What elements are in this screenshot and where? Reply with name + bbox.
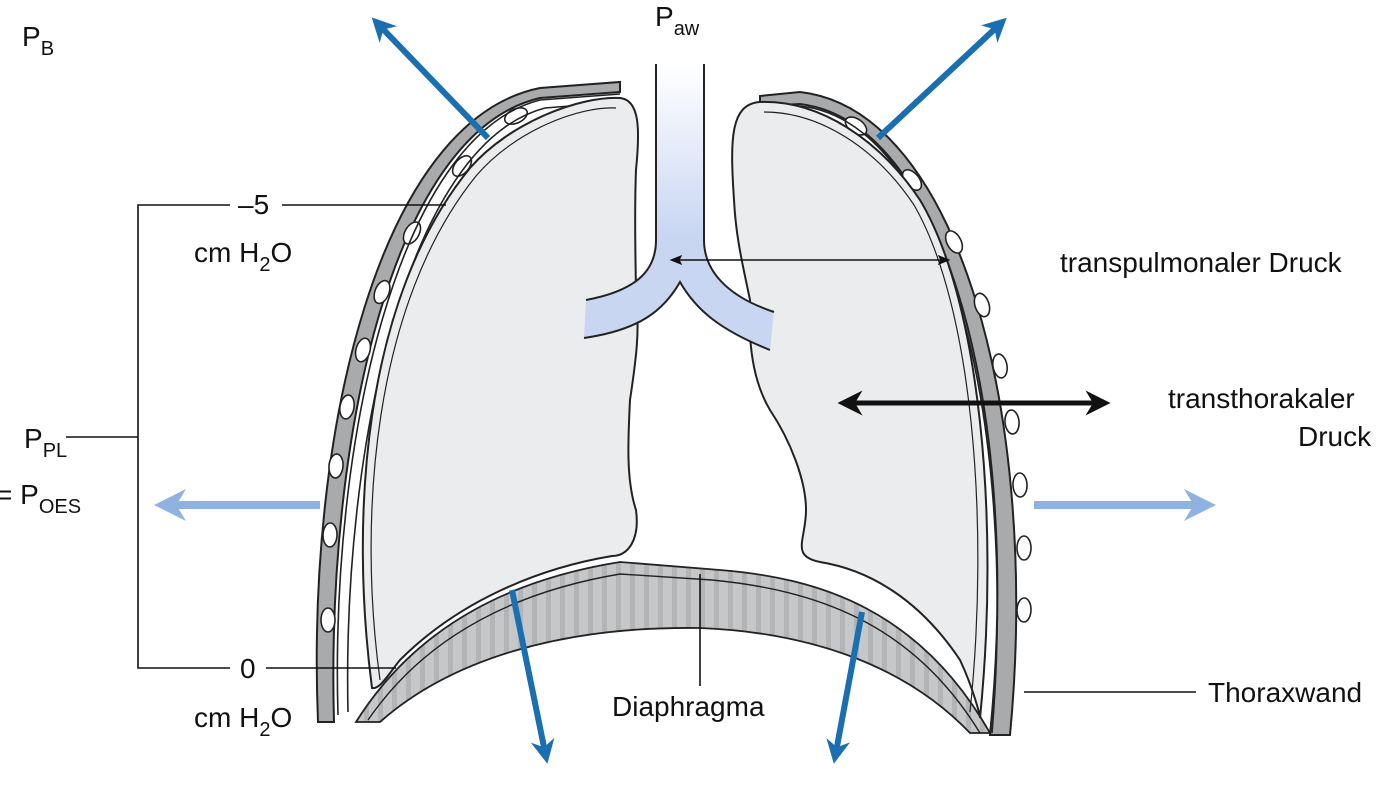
ppl-label: PPL [24, 423, 67, 462]
transthorakal-label-1: transthorakaler [1168, 383, 1355, 414]
transthorakal-label-2: Druck [1298, 421, 1372, 452]
outward-arrows-dark [371, 17, 1007, 764]
paw-label: Paw [655, 1, 700, 40]
transpulmonal-label: transpulmonaler Druck [1060, 247, 1343, 278]
poes-label: = POES [0, 479, 81, 518]
trachea [583, 64, 775, 351]
unit-label-top: cm H2O [194, 237, 292, 276]
minus5-label: –5 [238, 189, 269, 220]
thoraxwand-label: Thoraxwand [1208, 677, 1362, 708]
diaphragma-label: Diaphragma [612, 691, 765, 722]
pb-label: PB [22, 21, 54, 60]
zero-label: 0 [240, 653, 256, 684]
unit-label-bottom: cm H2O [194, 702, 292, 741]
leader-lines [66, 204, 1196, 693]
